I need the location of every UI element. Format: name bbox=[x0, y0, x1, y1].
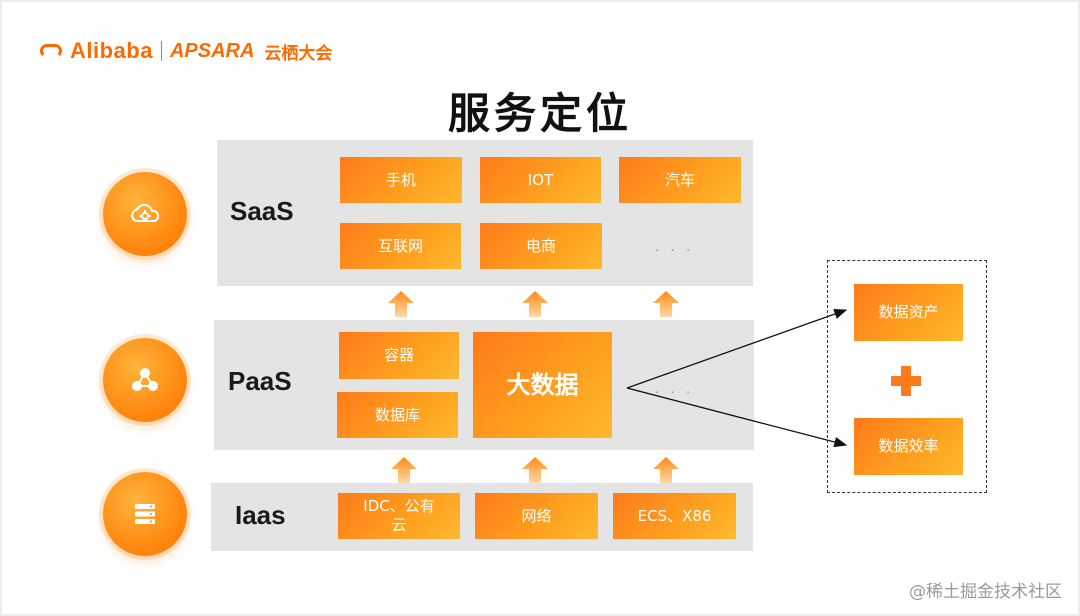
paas-item-bigdata: 大数据 bbox=[473, 332, 612, 438]
iaas-label: Iaas bbox=[235, 500, 286, 530]
outcome-data-efficiency: 数据效率 bbox=[854, 418, 963, 475]
brand-name: Alibaba bbox=[70, 38, 153, 63]
saas-more: . . . bbox=[655, 240, 695, 254]
logo-divider bbox=[160, 41, 162, 61]
up-arrow-icon bbox=[522, 457, 548, 483]
cloud-icon bbox=[103, 172, 187, 256]
outcomes-panel bbox=[827, 260, 987, 493]
server-icon bbox=[103, 472, 187, 556]
iaas-item-idc: IDC、公有云 bbox=[338, 493, 460, 539]
up-arrow-icon bbox=[388, 291, 414, 317]
header-logo: Alibaba APSARA 云栖大会 bbox=[40, 38, 332, 64]
page-title: 服务定位 bbox=[447, 89, 632, 138]
paas-more: . . . bbox=[655, 382, 695, 396]
event-name: 云栖大会 bbox=[264, 43, 333, 64]
up-arrow-icon bbox=[391, 457, 417, 483]
product-name: APSARA bbox=[169, 39, 255, 62]
up-arrow-icon bbox=[522, 291, 548, 317]
paas-item-database: 数据库 bbox=[337, 392, 458, 438]
network-icon bbox=[103, 338, 187, 422]
saas-item-ecommerce: 电商 bbox=[480, 223, 602, 269]
saas-label: SaaS bbox=[230, 196, 294, 226]
up-arrow-icon bbox=[653, 291, 679, 317]
iaas-item-ecs: ECS、X86 bbox=[613, 493, 736, 539]
saas-item-mobile: 手机 bbox=[340, 157, 462, 203]
saas-item-internet: 互联网 bbox=[340, 223, 461, 269]
plus-icon bbox=[891, 366, 921, 396]
iaas-item-network: 网络 bbox=[475, 493, 598, 539]
saas-item-iot: IOT bbox=[480, 157, 601, 203]
saas-item-auto: 汽车 bbox=[619, 157, 741, 203]
outcome-data-assets: 数据资产 bbox=[854, 284, 963, 341]
watermark: @稀土掘金技术社区 bbox=[909, 582, 1062, 602]
paas-label: PaaS bbox=[228, 366, 292, 396]
up-arrow-icon bbox=[653, 457, 679, 483]
paas-item-container: 容器 bbox=[339, 332, 459, 379]
alibaba-logo-icon bbox=[40, 44, 62, 58]
